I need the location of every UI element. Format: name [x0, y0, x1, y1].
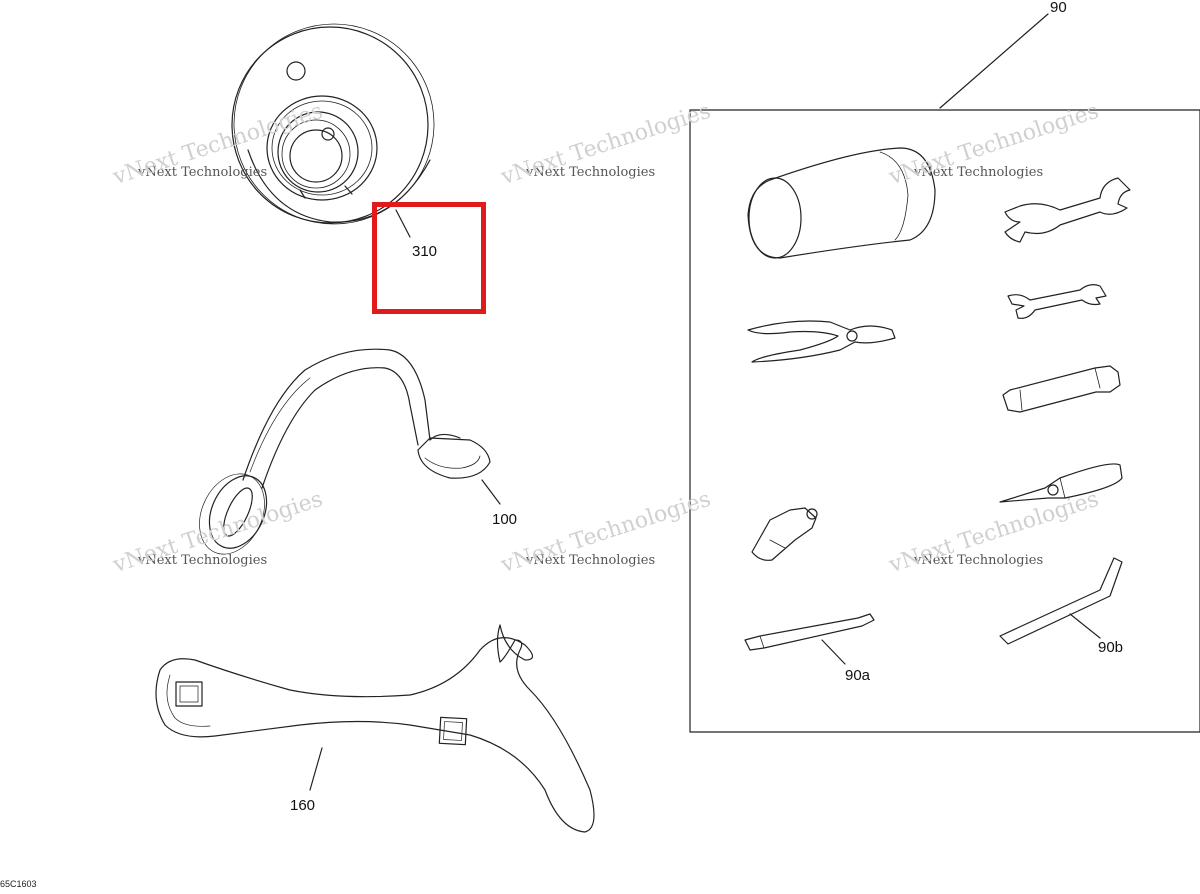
leader-90b: [1069, 613, 1101, 639]
callout-100[interactable]: 100: [492, 511, 518, 528]
document-id: 65C1603: [0, 879, 37, 889]
part-310-cap[interactable]: [231, 23, 435, 225]
callout-310[interactable]: 310: [412, 243, 438, 260]
callout-90[interactable]: 90: [1050, 0, 1067, 16]
tool-wrench-small[interactable]: [1007, 284, 1107, 319]
leader-100: [481, 479, 501, 505]
leader-160: [309, 747, 323, 791]
toolkit-box-90: [689, 109, 1200, 733]
part-160-spanner[interactable]: [155, 624, 595, 833]
leader-90a: [821, 639, 846, 665]
callout-90b[interactable]: 90b: [1098, 639, 1124, 656]
callout-90a[interactable]: 90a: [845, 667, 871, 684]
leader-90: [939, 13, 1049, 109]
tool-pliers[interactable]: [747, 320, 896, 363]
callout-160[interactable]: 160: [290, 797, 316, 814]
leader-310: [395, 209, 411, 238]
tool-hex-key-90b[interactable]: [999, 557, 1123, 645]
tool-screwdriver[interactable]: [999, 463, 1123, 503]
tool-extension-90a[interactable]: [744, 613, 875, 651]
tool-pouch[interactable]: [747, 147, 936, 259]
tool-socket-bar[interactable]: [1002, 365, 1121, 413]
highlight-box-310: [372, 202, 486, 314]
tool-spark-plug-socket[interactable]: [751, 507, 818, 561]
part-100-strap[interactable]: [187, 348, 491, 565]
tool-wrench-large[interactable]: [1004, 177, 1131, 243]
